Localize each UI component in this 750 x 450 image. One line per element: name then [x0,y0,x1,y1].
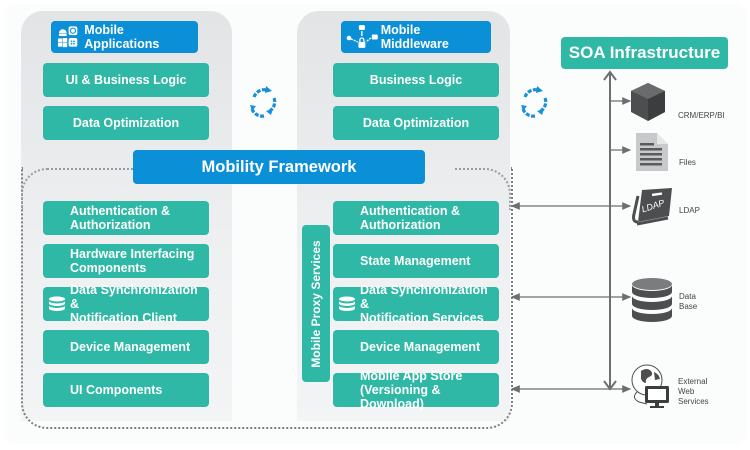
lock-icon [358,37,366,48]
files-label: Files [679,158,696,167]
mobility-framework-outline-corner-right [455,168,511,210]
network-hub-icon [346,25,378,48]
ui-components-box: UI Components [43,373,209,407]
box-line-2: Notification Services [360,311,484,325]
app-device-management-box: Device Management [43,330,209,364]
web-services-label-line-1: External [678,377,708,386]
sync-arrowheads-right [521,86,544,115]
ui-business-logic-box: UI & Business Logic [43,63,209,97]
external-web-services-label: External Web Services [678,377,709,407]
web-services-label-line-3: Services [678,397,709,406]
database-icon [339,296,355,311]
data-sync-client-box: Data Synchronization &Notification Clien… [43,283,209,325]
mobile-app-store-box: Mobile App Store(Versioning & Download) [333,369,499,411]
box-line-1: Device Management [70,340,191,354]
mobility-framework-outline-corner-left [21,168,143,210]
mobility-framework-label: Mobility Framework [201,157,357,176]
file-icon [636,133,668,171]
mobility-framework-banner: Mobility Framework [133,150,425,184]
box-line-2: Authorization [360,218,441,232]
box-line-1: Device Management [360,340,481,354]
android-icon [58,29,67,37]
database-label: Data Base [679,292,697,312]
soa-bus-arrow-up [603,70,617,81]
business-logic-box: Business Logic [333,63,499,97]
mobile-applications-title: Mobile Applications [84,23,160,51]
ldap-label: LDAP [679,206,700,215]
blackberry-icon [68,26,78,36]
windows-icon [57,37,68,48]
box-line-2: Components [70,261,147,275]
data-sync-services-box: Data Synchronization &Notification Servi… [333,283,499,325]
soa-infrastructure-label: SOA Infrastructure [568,43,721,62]
box-line-1: UI Components [70,383,163,397]
database-label-line-1: Data [679,292,696,301]
middleware-data-optimization-box: Data Optimization [333,106,499,140]
globe-monitor-icon [631,364,669,408]
soa-infrastructure-header: SOA Infrastructure [561,37,728,69]
box-line-2: Notification Client [70,311,177,325]
platform-icons [57,26,78,48]
crm-erp-bi-label: CRM/ERP/BI [678,111,725,120]
box-line-1: Mobile App Store [360,369,463,383]
state-management-box: State Management [333,244,499,278]
mobile-applications-header: Mobile Applications [51,21,198,53]
cube-icon [631,83,665,121]
box-line-1: Authentication & [360,204,460,218]
middleware-data-optimization-label: Data Optimization [362,116,470,130]
box-line-1: State Management [360,254,471,268]
bb-messenger-icon [68,37,78,47]
middleware-authentication-box: Authentication &Authorization [333,201,499,235]
app-data-optimization-box: Data Optimization [43,106,209,140]
mobile-middleware-header: Mobile Middleware [341,21,491,53]
box-line-1: Authentication & [70,204,170,218]
mobile-middleware-title: Mobile Middleware [380,23,449,51]
box-line-1: Data Synchronization & [70,283,198,311]
box-line-1: Data Synchronization & [360,283,488,311]
box-line-2: Authorization [70,218,151,232]
middleware-device-management-box: Device Management [333,330,499,364]
ui-business-logic-label: UI & Business Logic [65,73,187,87]
box-line-2: (Versioning & Download) [360,383,441,411]
business-logic-label: Business Logic [369,73,463,87]
database-icon [632,278,672,322]
app-data-optimization-label: Data Optimization [72,116,180,130]
database-label-line-2: Base [679,302,698,311]
app-authentication-box: Authentication &Authorization [43,201,209,235]
box-line-1: Hardware Interfacing [70,247,195,261]
sync-arrowheads-left [250,86,273,115]
mobile-proxy-services-bar: Mobile Proxy Services [302,225,330,382]
database-icon [49,296,65,311]
web-services-label-line-2: Web [678,387,695,396]
ldap-book-icon: LDAP [632,188,672,226]
